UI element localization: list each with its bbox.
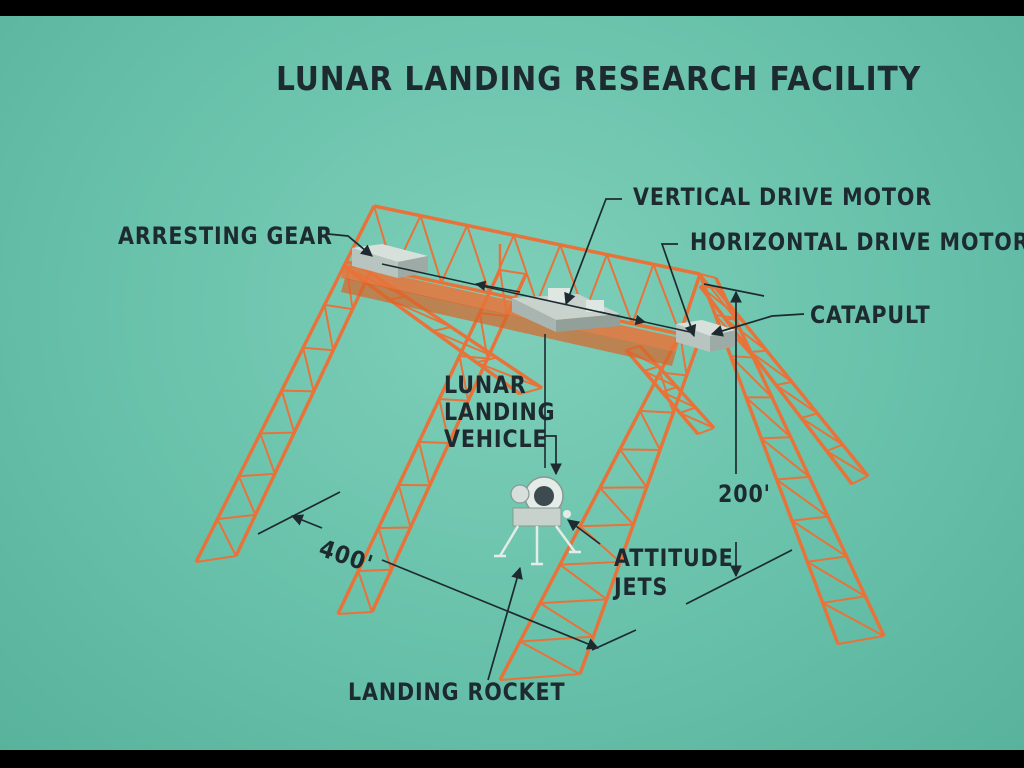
- diagram-frame: LUNAR LANDING RESEARCH FACILITY ARRESTIN…: [0, 16, 1024, 750]
- attitude-jets-line: JETS: [614, 573, 669, 601]
- horizontal-drive-motor-label: HORIZONTAL DRIVE MOTOR: [690, 228, 1024, 256]
- dimension-lines: [257, 283, 793, 651]
- track-rail: [381, 263, 691, 333]
- height-dimension-label: 200': [718, 480, 771, 508]
- page-title: LUNAR LANDING RESEARCH FACILITY: [276, 59, 922, 98]
- gantry-beam: [341, 264, 680, 366]
- lunar-landing-vehicle-line: VEHICLE: [444, 425, 548, 453]
- vertical-drive-motor-label: VERTICAL DRIVE MOTOR: [633, 183, 933, 211]
- catapult-label: CATAPULT: [810, 301, 931, 329]
- attitude-jets-line: ATTITUDE: [614, 544, 734, 572]
- leader-lines: [327, 198, 805, 681]
- lunar-landing-vehicle-line: LANDING: [444, 398, 556, 426]
- lunar-landing-vehicle-label: LUNAR LANDING VEHICLE: [444, 372, 555, 453]
- attitude-jets-label: ATTITUDE JETS: [614, 544, 734, 602]
- catapult-block: [676, 320, 736, 352]
- landing-rocket-label: LANDING ROCKET: [348, 678, 566, 706]
- lunar-vehicle-icon: [494, 476, 581, 566]
- facility-drawing: [194, 198, 886, 681]
- arresting-gear-label: ARRESTING GEAR: [118, 222, 333, 250]
- lunar-landing-vehicle-line: LUNAR: [444, 371, 527, 399]
